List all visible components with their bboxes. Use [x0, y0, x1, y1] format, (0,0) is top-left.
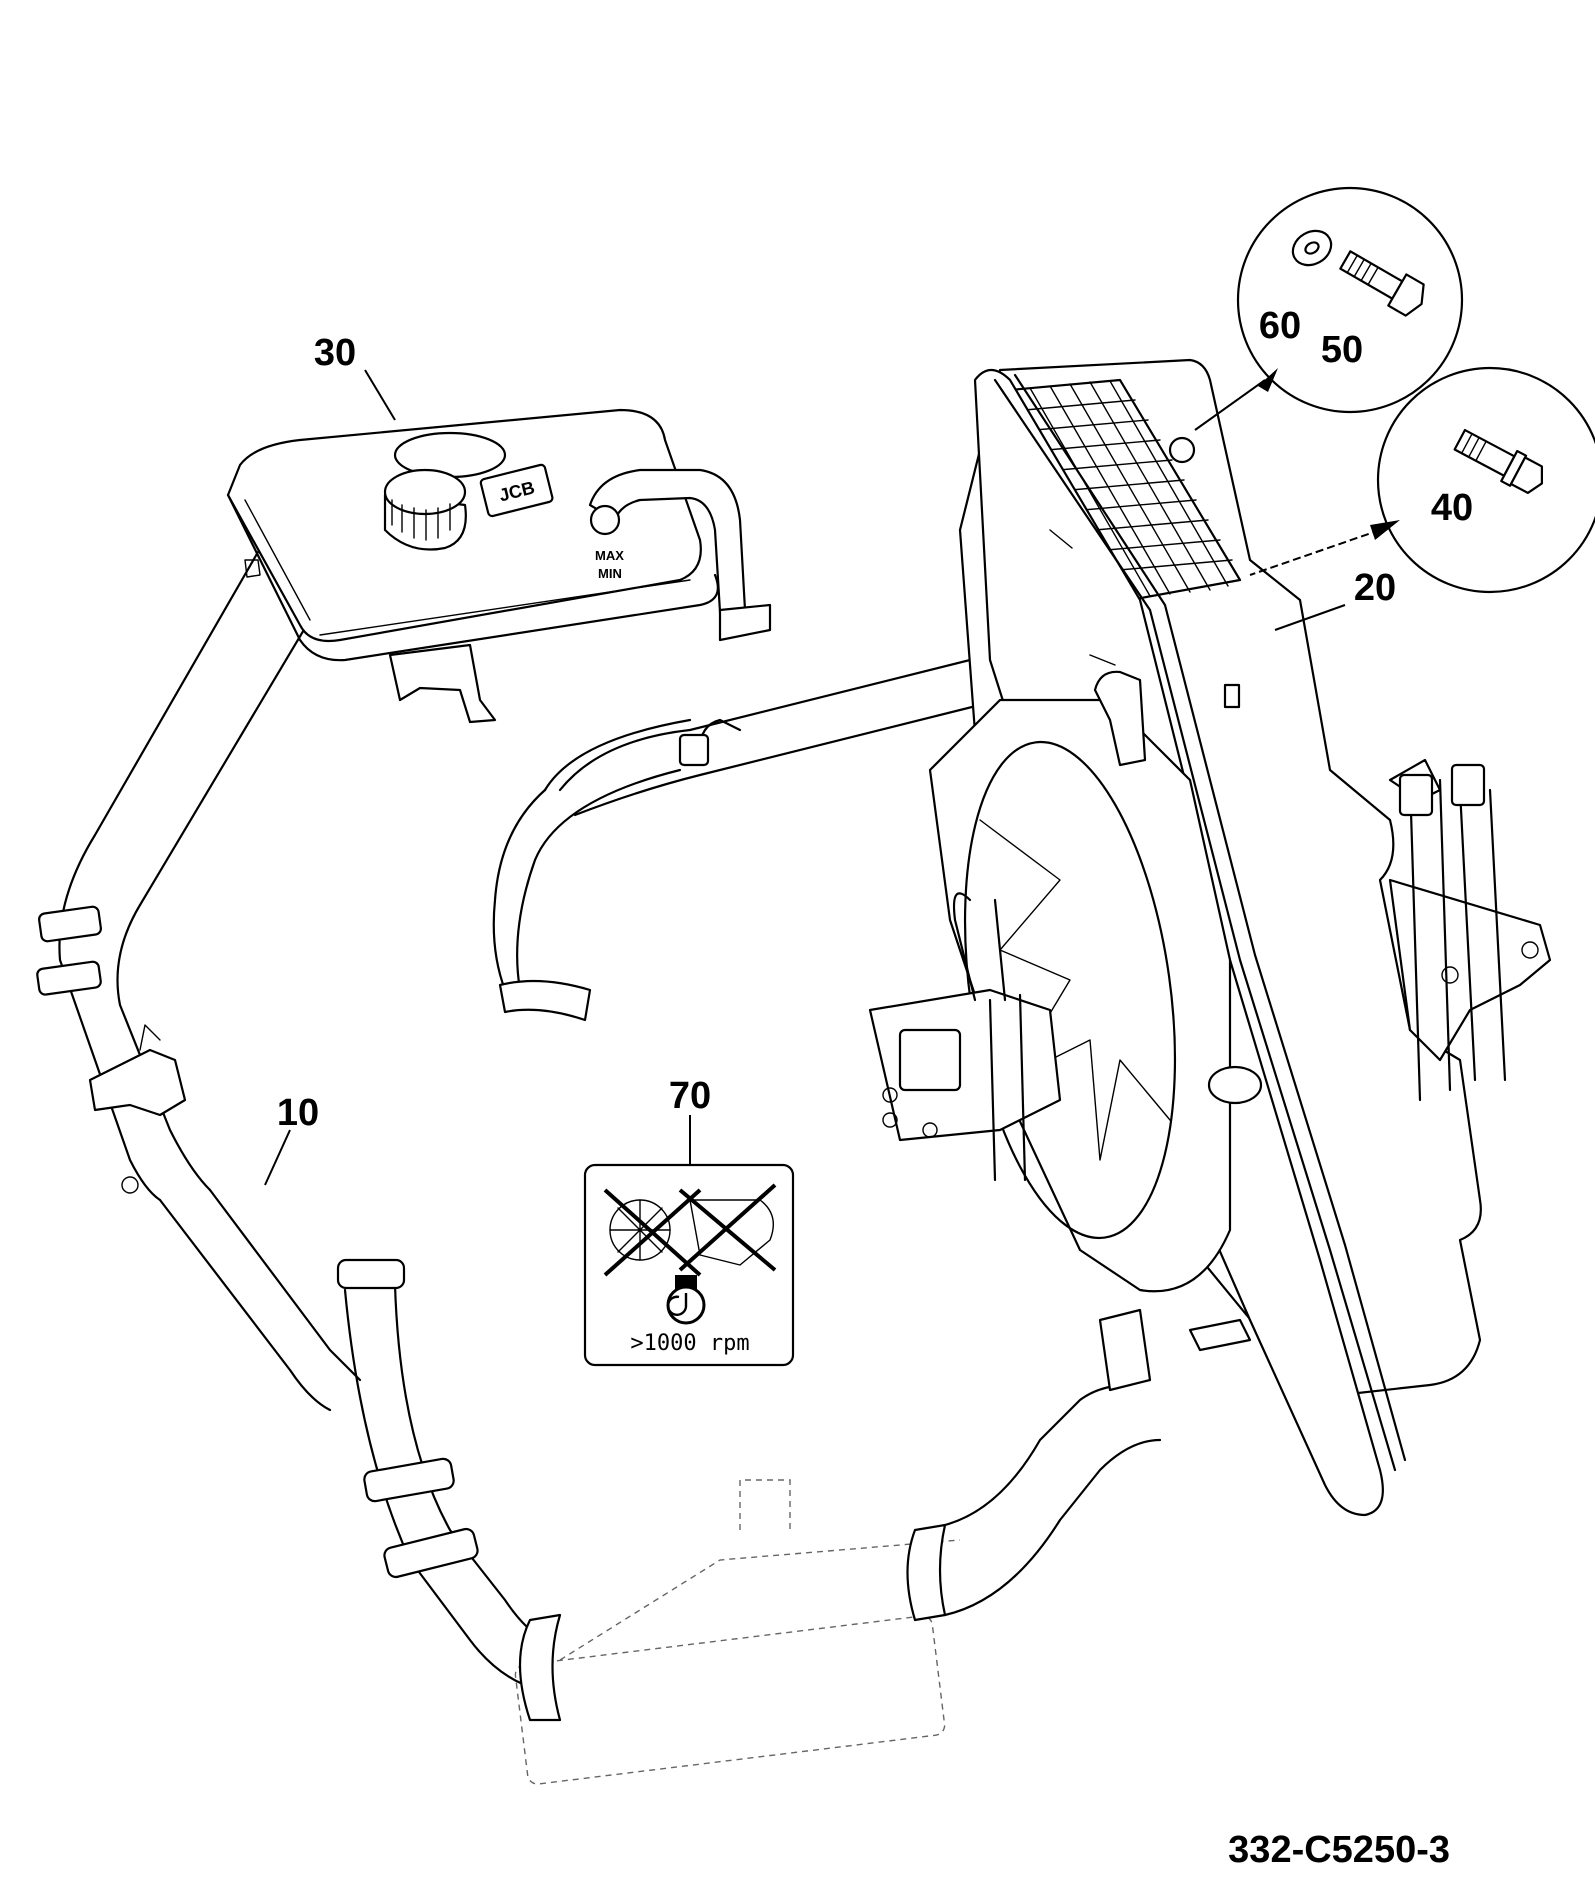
hose-clamp [498, 979, 592, 1022]
fan-crossed-out-icon [603, 1188, 702, 1277]
callout-40: 40 [1431, 487, 1473, 529]
intercooler-hidden [514, 1615, 946, 1785]
leader-60-50 [1194, 379, 1266, 431]
hose-clamp [36, 960, 102, 996]
drawing-number: 332-C5250-3 [1228, 1829, 1450, 1871]
filler-cap-top [383, 468, 467, 516]
decal-70: >1000 rpm [583, 1115, 795, 1367]
upper-hose [492, 643, 1152, 1022]
callout-10: 10 [277, 1092, 319, 1134]
fan-shroud [928, 698, 1232, 1293]
radiator-20 [868, 358, 1552, 1517]
leader-40 [1249, 529, 1381, 576]
callout-70: 70 [669, 1075, 711, 1117]
hydraulic-fitting [1450, 763, 1486, 807]
callout-50: 50 [1321, 329, 1363, 371]
hose-clamp [336, 1258, 406, 1290]
callout-30: 30 [314, 332, 356, 374]
hydraulic-fitting [1398, 773, 1434, 817]
leader-20 [1274, 604, 1346, 631]
leader-10 [264, 1129, 291, 1186]
pump-block [868, 988, 1062, 1142]
hose-fitting [678, 733, 710, 767]
jcb-logo: JCB [479, 463, 554, 518]
expansion-tank-30: JCB MAX MIN [226, 408, 772, 724]
min-label: MIN [598, 566, 622, 581]
hand-crossed-out-icon [678, 1183, 777, 1272]
leader-30 [364, 369, 396, 421]
callout-60: 60 [1259, 305, 1301, 347]
max-label: MAX [595, 548, 624, 563]
hose-clamp [363, 1457, 455, 1503]
lower-hose-10 [36, 550, 362, 1412]
hose-clamp [38, 905, 102, 943]
decal-rpm-text: >1000 rpm [630, 1331, 749, 1356]
washer-60 [1291, 229, 1333, 267]
bolt-40 [1453, 428, 1544, 495]
lower-big-hose [336, 1258, 1162, 1785]
detail-circle-upper [1236, 186, 1464, 414]
hose-coupling [906, 1523, 947, 1622]
detail-circle-lower [1376, 366, 1595, 594]
radiator-outlet [1093, 670, 1147, 767]
bolt-50 [1339, 250, 1425, 317]
callout-20: 20 [1354, 567, 1396, 609]
hose-clamp [383, 1527, 479, 1579]
engine-speed-icon [666, 1275, 706, 1325]
tank-bracket [388, 643, 497, 724]
hose-bracket [88, 1048, 187, 1117]
hose-coupling [518, 1613, 562, 1722]
